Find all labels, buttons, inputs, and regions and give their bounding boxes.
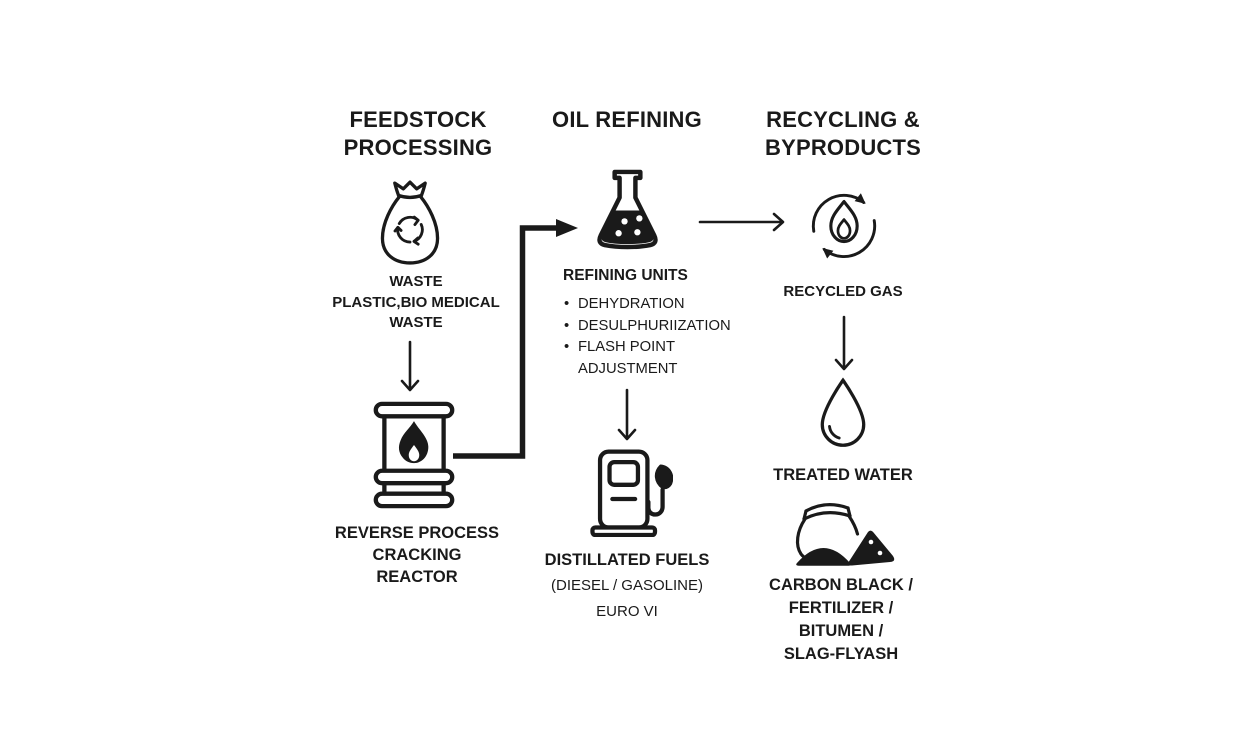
refining-units-block: REFINING UNITS DEHYDRATION DESULPHURIIZA… bbox=[563, 267, 748, 380]
arrow-refining-to-fuels bbox=[617, 388, 637, 441]
arrow-gas-to-water bbox=[834, 315, 854, 371]
fuel-pump-icon bbox=[583, 444, 673, 537]
arrow-flask-to-gas bbox=[698, 212, 785, 232]
recycled-gas-label: RECYCLED GAS bbox=[783, 283, 903, 300]
arrow-waste-to-reactor bbox=[400, 340, 420, 392]
refining-bullet-dehydration: DEHYDRATION bbox=[563, 294, 748, 316]
cracking-reactor-label: REVERSE PROCESS CRACKING REACTOR bbox=[334, 524, 500, 586]
treated-water-label: TREATED WATER bbox=[773, 466, 913, 484]
recycled-gas-flame-icon bbox=[805, 183, 883, 265]
diesel-gasoline-subtitle: (DIESEL / GASOLINE) bbox=[551, 577, 703, 594]
recycling-column-header: RECYCLING & BYPRODUCTS bbox=[764, 107, 922, 160]
waste-bag-recycle-icon bbox=[372, 179, 448, 269]
feedstock-column-header: FEEDSTOCK PROCESSING bbox=[343, 107, 493, 160]
refining-bullet-desulphurization: DESULPHURIIZATION bbox=[563, 316, 748, 338]
waste-label: WASTE PLASTIC,BIO MEDICAL WASTE bbox=[332, 273, 500, 331]
refining-units-title: REFINING UNITS bbox=[563, 267, 688, 284]
water-drop-icon bbox=[817, 377, 869, 449]
byproducts-label: CARBON BLACK / FERTILIZER / BITUMEN / SL… bbox=[769, 576, 913, 663]
refining-units-bullet-list: DEHYDRATION DESULPHURIIZATION FLASH POIN… bbox=[563, 294, 748, 380]
oil-refining-column-header: OIL REFINING bbox=[552, 107, 702, 132]
euro-vi-standard: EURO VI bbox=[596, 603, 658, 620]
bag-and-powder-piles-icon bbox=[792, 498, 900, 568]
flask-icon bbox=[585, 167, 670, 252]
distillated-fuels-title: DISTILLATED FUELS bbox=[544, 551, 710, 569]
burn-barrel-icon bbox=[371, 398, 457, 512]
arrow-reactor-to-flask bbox=[453, 219, 578, 459]
refining-bullet-flash-point: FLASH POINT ADJUSTMENT bbox=[563, 337, 748, 380]
